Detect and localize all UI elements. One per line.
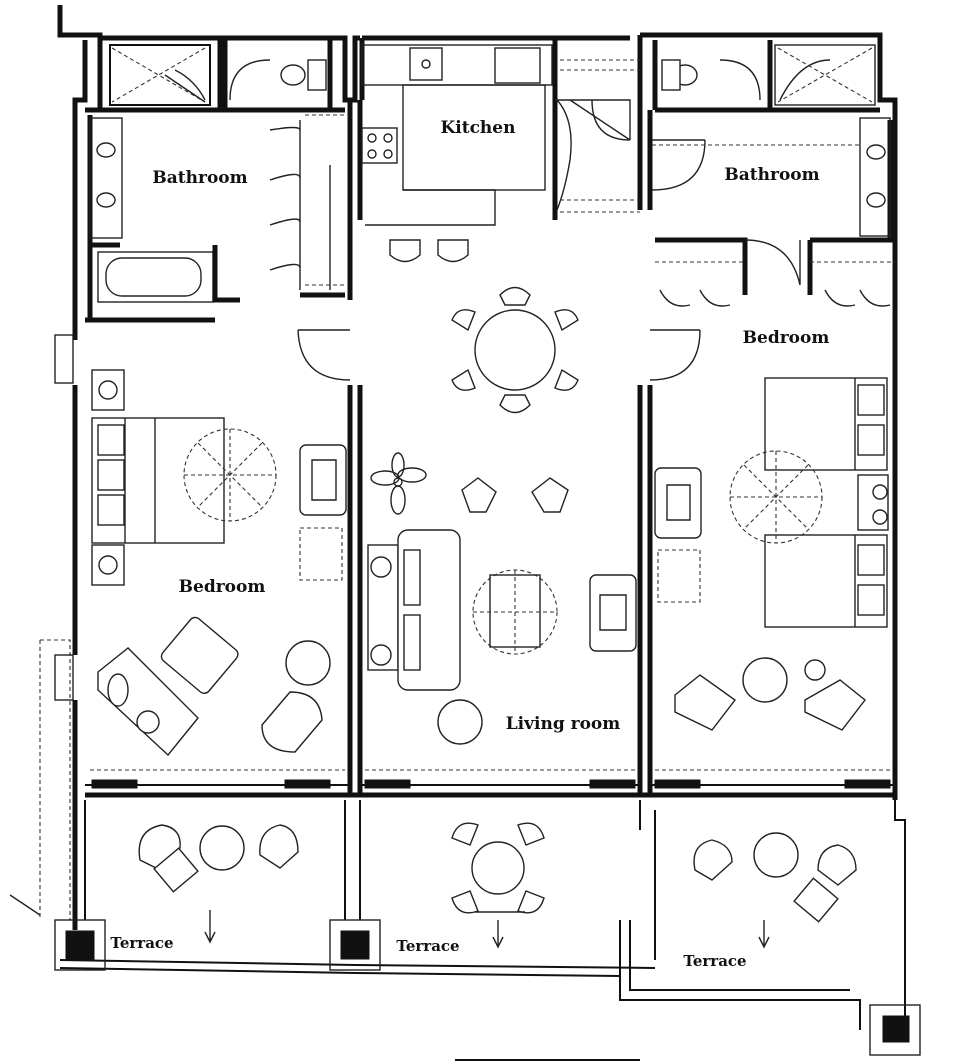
dining-table xyxy=(474,309,556,391)
toilet-left xyxy=(280,64,306,86)
label-terrace-left: Terrace xyxy=(110,934,173,952)
left-bedroom xyxy=(91,369,347,757)
side-table-left xyxy=(285,640,331,686)
label-bedroom-right: Bedroom xyxy=(743,328,830,348)
label-bedroom-left: Bedroom xyxy=(179,577,266,597)
bed-left xyxy=(91,417,225,544)
column-middle xyxy=(340,930,370,960)
label-terrace-right: Terrace xyxy=(683,952,746,970)
terraces xyxy=(9,639,921,1056)
living-room xyxy=(367,239,637,745)
label-bathroom-left: Bathroom xyxy=(152,168,247,188)
label-terrace-middle: Terrace xyxy=(396,937,459,955)
label-bathroom-right: Bathroom xyxy=(724,165,819,185)
room-labels: Kitchen Bathroom Bathroom Bedroom Bedroo… xyxy=(110,118,829,970)
basin-left-1 xyxy=(96,142,116,158)
column-left xyxy=(65,930,95,960)
bed-right-1 xyxy=(764,377,888,471)
basin-right-1 xyxy=(866,144,886,160)
right-bathroom-block xyxy=(649,40,895,381)
window-left-2 xyxy=(54,654,74,701)
left-bathroom-block xyxy=(85,40,351,381)
plant-icon xyxy=(370,452,427,515)
bed-right-2 xyxy=(764,534,888,628)
window-left-1 xyxy=(54,334,74,384)
basin-right-2 xyxy=(866,192,886,208)
basin-left-2 xyxy=(96,192,116,208)
kitchen xyxy=(361,44,640,226)
sofa xyxy=(397,529,461,691)
column-right xyxy=(882,1015,910,1043)
window-frames xyxy=(90,769,891,789)
bathtub-left xyxy=(105,257,202,297)
label-kitchen: Kitchen xyxy=(441,118,516,138)
right-bedroom xyxy=(654,377,889,731)
label-living-room: Living room xyxy=(506,714,621,734)
